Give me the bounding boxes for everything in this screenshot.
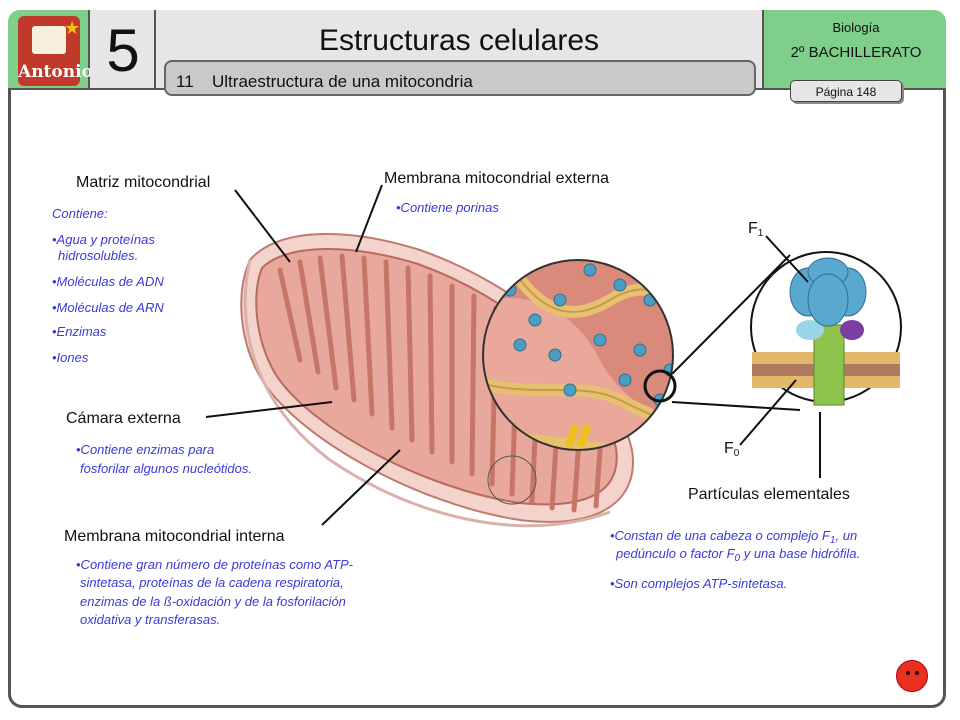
inner-membrane-note-1: sintetasa, proteínas de la cadena respir… bbox=[80, 575, 344, 590]
smiley-icon[interactable] bbox=[896, 660, 928, 692]
matrix-note-5: •Enzimas bbox=[52, 324, 107, 339]
section-bar: 11 Ultraestructura de una mitocondria bbox=[164, 60, 756, 96]
unit-number: 5 bbox=[106, 17, 140, 84]
inner-membrane-label: Membrana mitocondrial interna bbox=[64, 528, 285, 545]
f0-label: F0 bbox=[724, 440, 740, 459]
outer-chamber-note-1: fosforilar algunos nucleótidos. bbox=[80, 461, 252, 476]
matrix-note-4: •Moléculas de ARN bbox=[52, 300, 164, 315]
title-panel: Estructuras celulares 11 Ultraestructura… bbox=[156, 10, 762, 96]
section-title: Ultraestructura de una mitocondria bbox=[212, 72, 473, 91]
inner-membrane-note-2: enzimas de la ß-oxidación y de la fosfor… bbox=[80, 594, 346, 609]
matrix-note-6: •Iones bbox=[52, 350, 89, 365]
particles-note-1b: pedúnculo o factor F0 y una base hidrófi… bbox=[616, 546, 861, 564]
outer-chamber-label: Cámara externa bbox=[66, 410, 181, 427]
inner-membrane-note-3: oxidativa y transferasas. bbox=[80, 612, 221, 627]
logo-text: Antonio bbox=[18, 62, 93, 82]
logo-panel: ★ Antonio bbox=[8, 10, 93, 90]
book-icon bbox=[32, 26, 66, 54]
matrix-note-0: Contiene: bbox=[52, 206, 108, 221]
outer-membrane-note: •Contiene porinas bbox=[396, 200, 499, 215]
logo: ★ Antonio bbox=[18, 16, 93, 86]
particles-note-1a: •Constan de una cabeza o complejo F1, un bbox=[610, 528, 858, 546]
page-title: Estructuras celulares bbox=[318, 24, 600, 57]
matrix-note-2: hidrosolubles. bbox=[58, 248, 139, 263]
outer-chamber-note-0: •Contiene enzimas para bbox=[76, 442, 215, 457]
particles-label: Partículas elementales bbox=[688, 486, 850, 503]
section-number: 11 bbox=[176, 72, 194, 91]
matrix-note-3: •Moléculas de ADN bbox=[52, 274, 164, 289]
mitochondrion bbox=[240, 232, 634, 528]
outer-membrane-label: Membrana mitocondrial externa bbox=[384, 170, 609, 187]
inner-membrane-note-0: •Contiene gran número de proteínas como … bbox=[76, 557, 353, 572]
atp-synthase-zoom bbox=[750, 251, 902, 406]
particles-note-2: •Son complejos ATP-sintetasa. bbox=[610, 576, 788, 591]
subject-label: Biología bbox=[832, 20, 880, 35]
leader-lines bbox=[205, 184, 821, 526]
page-number-button[interactable]: Página 148 bbox=[790, 80, 902, 102]
unit-number-panel: 5 bbox=[90, 10, 156, 90]
matrix-label: Matriz mitocondrial bbox=[76, 174, 211, 191]
course-label: 2º BACHILLERATO bbox=[790, 44, 922, 61]
star-icon: ★ bbox=[64, 18, 81, 38]
matrix-note-1: •Agua y proteínas bbox=[52, 232, 155, 247]
f1-label: F1 bbox=[748, 220, 764, 239]
